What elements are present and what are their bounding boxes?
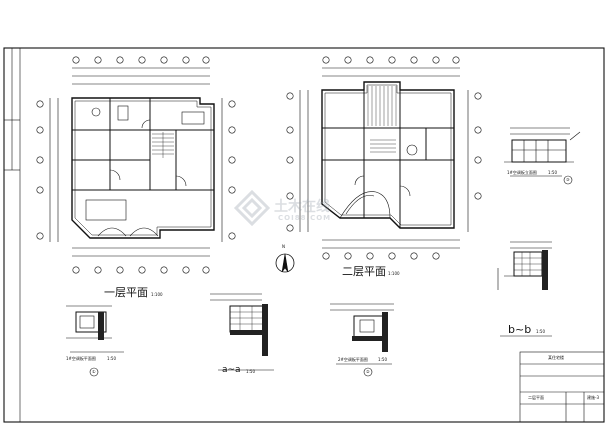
second-floor-plan bbox=[286, 56, 482, 260]
second-floor-plan-title: 二层平面 bbox=[342, 265, 386, 278]
ac-plan-2-scale: 1:50 bbox=[378, 357, 387, 362]
ac-plan-1-detail bbox=[66, 305, 124, 377]
ac-plan-2-title: 2#空调板平面图 bbox=[338, 357, 368, 362]
ac-elevation-detail bbox=[504, 127, 581, 185]
title-block-project: 某住宅楼 bbox=[548, 355, 564, 360]
first-floor-plan bbox=[36, 56, 236, 274]
section-bb-detail bbox=[497, 241, 552, 337]
ac-plan-2-number: ② bbox=[366, 369, 370, 374]
section-bb-title: b~b bbox=[508, 323, 532, 336]
ac-elevation-scale: 1:50 bbox=[548, 170, 557, 175]
title-block-drawing-name: 二层平面 bbox=[528, 395, 544, 400]
section-aa-scale: 1:50 bbox=[246, 369, 255, 374]
title-block bbox=[519, 351, 605, 423]
first-floor-plan-title: 一层平面 bbox=[104, 286, 148, 299]
north-arrow bbox=[275, 253, 295, 273]
ac-plan-2-detail bbox=[330, 303, 394, 377]
section-bb-scale: 1:50 bbox=[536, 329, 545, 334]
sheet-border bbox=[3, 47, 605, 423]
ac-elevation-title: 1#空调板立面图 bbox=[507, 170, 537, 175]
second-floor-plan-scale: 1:100 bbox=[388, 271, 400, 276]
ac-plan-1-number: ① bbox=[92, 369, 96, 374]
ac-plan-1-title: 1#空调板平面图 bbox=[66, 356, 96, 361]
watermark-subtext: COI88.COM bbox=[278, 214, 332, 222]
ac-elevation-number: ③ bbox=[566, 177, 570, 182]
title-block-sheet-no: 建施-3 bbox=[587, 395, 599, 400]
section-aa-title: a~a bbox=[222, 365, 241, 375]
section-aa-detail bbox=[210, 293, 274, 371]
ac-plan-1-scale: 1:50 bbox=[107, 356, 116, 361]
north-arrow-label: N bbox=[282, 244, 285, 249]
watermark-text: 土木在线 bbox=[274, 199, 330, 215]
first-floor-plan-scale: 1:100 bbox=[151, 292, 163, 297]
